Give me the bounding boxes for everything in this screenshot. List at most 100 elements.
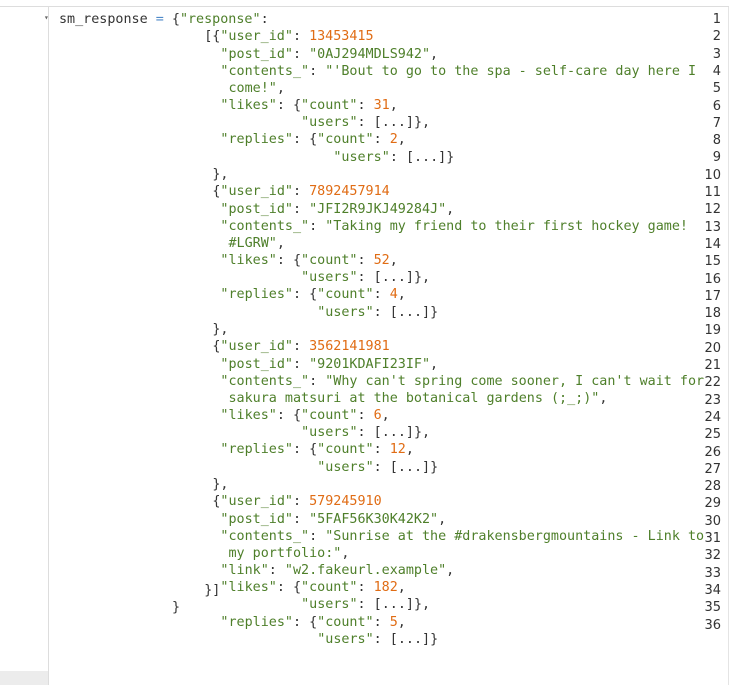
line-number: 2: [712, 29, 721, 45]
json-key: "contents_": [220, 63, 310, 79]
line-number: 36: [704, 617, 721, 633]
json-key: "likes": [220, 97, 277, 113]
variable-name: sm_response: [59, 12, 148, 27]
code-line: "replies": {"count": 12,: [220, 441, 414, 458]
code-token: [382, 632, 390, 647]
json-key: "users": [301, 270, 358, 286]
line-number: 24: [704, 409, 721, 425]
code-token: :: [276, 580, 285, 596]
code-line: "likes": {"count": 6,: [220, 407, 389, 424]
code-token: }: [430, 632, 439, 648]
code-line: "users": [...]}: [333, 149, 454, 166]
code-token: ,: [397, 287, 406, 303]
code-line: },: [212, 321, 228, 338]
code-token: :: [292, 46, 302, 62]
code-token: {: [284, 252, 302, 268]
code-line: "post_id": "5FAF56K30K42K2",: [220, 511, 446, 528]
code-token: }: [430, 459, 439, 475]
json-string: "'Bout to go to the spa - self-care day …: [325, 63, 697, 79]
code-token: },: [212, 322, 229, 338]
code-token: :: [373, 614, 382, 630]
json-number: 2: [389, 132, 398, 148]
line-number: 18: [704, 306, 721, 322]
json-key: "likes": [220, 252, 277, 268]
line-number: 27: [704, 461, 721, 477]
code-token: [...]: [373, 597, 414, 613]
code-line: "contents_": "Why can't spring come soon…: [220, 373, 704, 390]
code-line: "likes": {"count": 182,: [220, 579, 405, 596]
json-key: "user_id": [220, 494, 293, 510]
code-token: [366, 253, 374, 268]
code-token: :: [292, 511, 302, 527]
code-line: my portfolio:",: [228, 545, 349, 562]
code-token: ,: [599, 390, 608, 406]
json-string: come!": [228, 80, 277, 96]
code-token: ,: [389, 252, 398, 268]
code-token: [{: [204, 29, 221, 45]
code-line: "contents_": "Taking my friend to their …: [220, 218, 688, 235]
json-string: sakura matsuri at the botanical gardens …: [228, 390, 600, 406]
code-token: },: [413, 597, 431, 613]
json-key: "count": [317, 287, 374, 303]
code-token: :: [292, 184, 302, 200]
code-token: [...]: [405, 149, 447, 165]
json-key: "link": [220, 562, 269, 578]
code-line: {"user_id": 7892457914: [212, 183, 389, 200]
code-token: :: [373, 459, 382, 475]
json-key: "count": [317, 614, 374, 630]
json-number: 7892457914: [309, 184, 390, 200]
json-key: "post_id": [220, 46, 293, 62]
line-number: 20: [704, 340, 721, 356]
code-token: [317, 374, 325, 389]
line-number: 25: [704, 427, 721, 443]
json-string: "Why can't spring come sooner, I can't w…: [325, 373, 705, 389]
code-line: }]: [204, 582, 220, 599]
json-number: 52: [373, 252, 390, 268]
line-number: 33: [704, 565, 721, 581]
line-number: 16: [704, 271, 721, 287]
line-number: 6: [712, 98, 721, 114]
code-line: "contents_": "Sunrise at the #drakensber…: [220, 528, 704, 545]
json-key: "users": [301, 597, 358, 613]
code-line: "users": [...]},: [301, 114, 430, 131]
line-number: 14: [704, 236, 721, 252]
code-token: ,: [381, 407, 390, 423]
json-key: "count": [301, 580, 358, 596]
json-key: "user_id": [220, 339, 293, 355]
code-token: :: [292, 339, 302, 355]
code-token: {: [212, 339, 221, 355]
code-token: [301, 339, 309, 354]
code-token: [...]: [373, 270, 414, 286]
json-number: 4: [389, 287, 398, 303]
code-token: :: [276, 97, 285, 113]
json-string: "w2.fakeurl.example": [284, 562, 447, 578]
code-token: ,: [397, 614, 406, 630]
code-line: "link": "w2.fakeurl.example",: [220, 562, 454, 579]
line-number: 19: [704, 323, 721, 339]
code-line: {"user_id": 3562141981: [212, 338, 389, 355]
code-token: :: [309, 63, 318, 79]
line-number: 21: [704, 358, 721, 373]
line-number: 7: [712, 115, 721, 131]
code-token: [382, 460, 390, 475]
code-token: [382, 132, 390, 147]
line-number: 13: [704, 219, 721, 235]
code-token: :: [373, 287, 382, 303]
code-line: "post_id": "0AJ294MDLS942",: [220, 46, 438, 63]
code-token: [...]: [389, 304, 431, 320]
code-token: :: [276, 407, 285, 423]
code-token: },: [413, 115, 431, 131]
code-token: ,: [430, 46, 439, 62]
json-key: "replies": [220, 132, 293, 148]
fold-toggle-icon[interactable]: ▾: [44, 13, 49, 22]
code-token: [301, 202, 309, 217]
code-line: "users": [...]}: [317, 304, 438, 321]
line-number: 35: [704, 600, 721, 616]
line-number: 3: [712, 46, 721, 62]
code-token: ,: [430, 356, 439, 372]
json-key: "users": [333, 149, 390, 165]
code-token: {: [284, 97, 302, 113]
code-token: :: [292, 132, 302, 148]
code-token: ,: [446, 562, 455, 578]
